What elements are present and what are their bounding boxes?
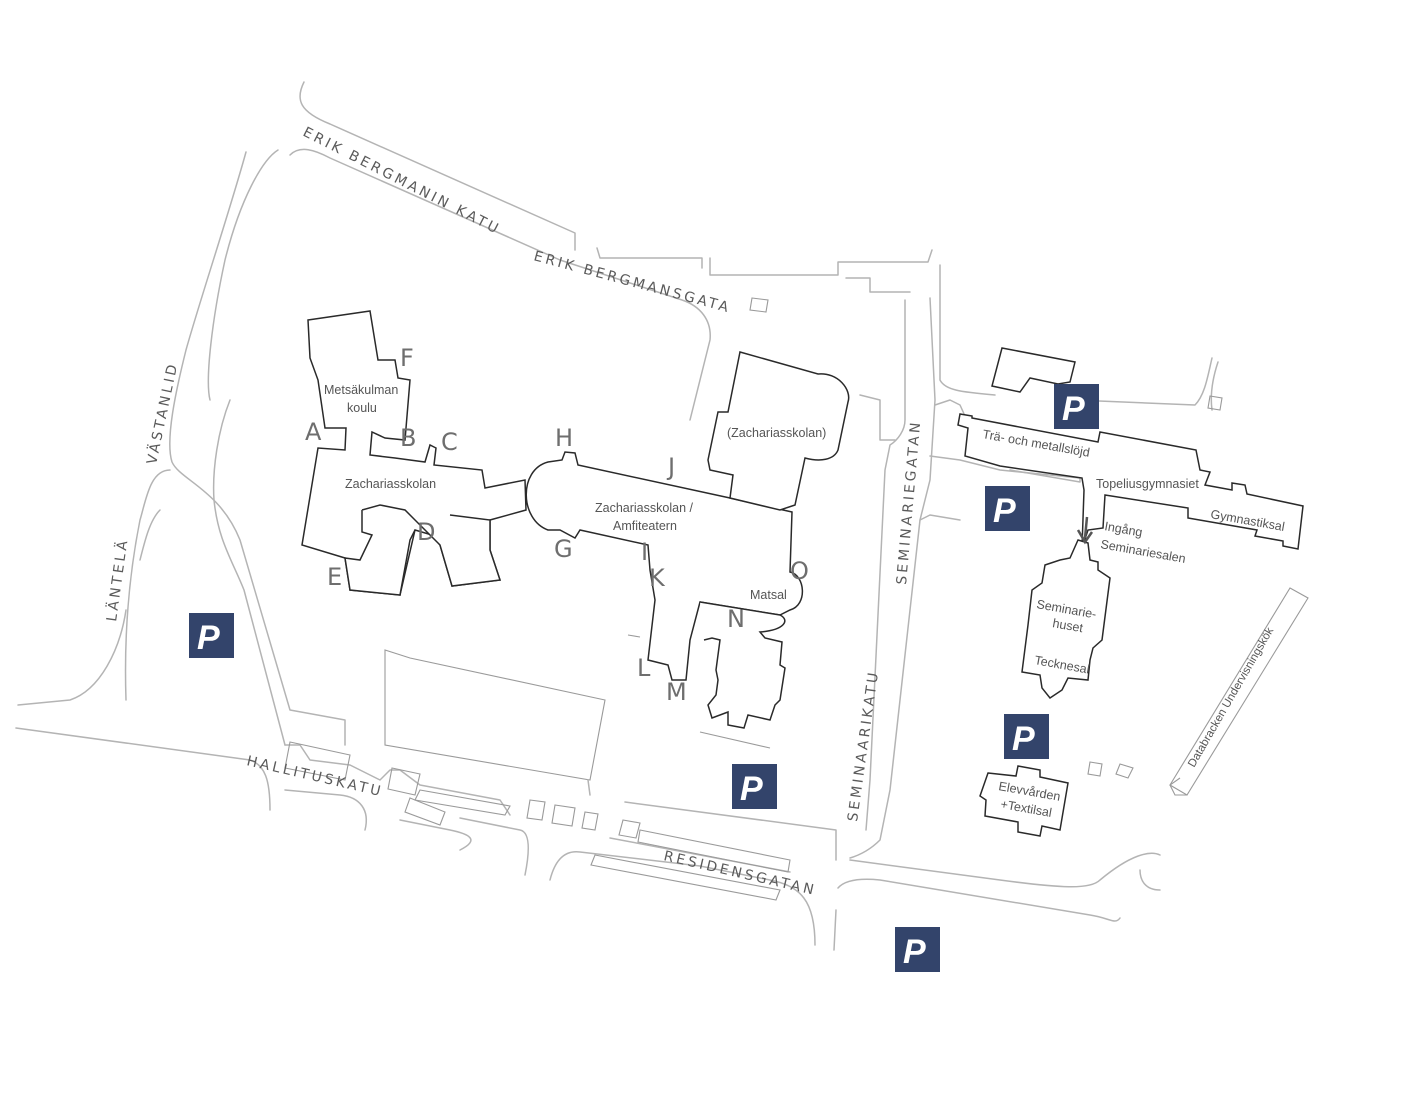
building-zachariasskolan-north <box>707 351 850 511</box>
entrance-n: N <box>727 605 745 633</box>
parking-icon: P <box>1004 714 1049 759</box>
entrance-e: E <box>327 563 342 591</box>
label-zach-paren: (Zachariasskolan) <box>727 426 826 440</box>
entrance-c: C <box>441 428 458 456</box>
building-tra-metall <box>957 413 1304 550</box>
label-seminarie-2: huset <box>1051 616 1084 635</box>
svg-text:P: P <box>740 770 763 808</box>
entrance-a: A <box>305 418 322 446</box>
parking-icon: P <box>1054 384 1099 429</box>
road-network <box>15 81 1219 951</box>
entrance-o: O <box>790 557 809 585</box>
label-matsal: Matsal <box>750 588 787 602</box>
entrance-d: D <box>417 518 435 546</box>
entrance-letters: A B C D E F G H I J K L M N O <box>305 344 809 706</box>
street-erik-bergmanin-katu: ERIK BERGMANIN KATU <box>300 124 503 238</box>
svg-text:P: P <box>197 619 220 657</box>
building-amfiteatern <box>525 451 804 681</box>
label-zach-amfi-1: Zachariasskolan / <box>595 501 693 515</box>
building-matsal-annex <box>699 601 786 729</box>
building-north-annex <box>991 347 1076 393</box>
entrance-l: L <box>637 654 651 682</box>
parking-icon: P <box>895 927 940 972</box>
parking-icon: P <box>985 486 1030 531</box>
building-wing-e <box>344 510 416 596</box>
entrance-m: M <box>666 678 687 706</box>
building-metsakulman-koulu <box>301 310 527 596</box>
parking-stalls <box>284 297 1223 901</box>
label-databaracken: Databracken Undervisningskök <box>1186 625 1276 769</box>
street-seminaarikatu: SEMINAARIKATU <box>845 669 882 823</box>
entrance-h: H <box>555 424 573 452</box>
entrance-f: F <box>400 344 414 372</box>
parking-markers: P P P P P P <box>189 384 1099 972</box>
svg-text:P: P <box>993 492 1016 530</box>
entrance-arrow-icon <box>1076 516 1094 545</box>
parking-icon: P <box>189 613 234 658</box>
svg-text:P: P <box>1062 390 1085 428</box>
entrance-b: B <box>400 424 416 452</box>
label-zach-amfi-2: Amfiteatern <box>613 519 677 533</box>
label-topelius: Topeliusgymnasiet <box>1096 477 1199 491</box>
label-metsakulman-1: Metsäkulman <box>324 383 398 397</box>
street-vastanlid: VÄSTANLID <box>142 360 181 466</box>
label-metsakulman-2: koulu <box>347 401 377 415</box>
building-seminariehuset <box>1021 539 1111 700</box>
building-wing-d <box>361 504 502 587</box>
label-ingang-1: Ingång <box>1103 519 1143 539</box>
parking-icon: P <box>732 764 777 809</box>
entrance-k: K <box>649 564 666 592</box>
building-elevvarden <box>979 765 1069 837</box>
label-zachariasskolan: Zachariasskolan <box>345 477 436 491</box>
buildings <box>301 310 1309 837</box>
street-seminariegatan: SEMINARIEGATAN <box>894 419 924 585</box>
street-residensgatan: RESIDENSGATAN <box>662 848 818 899</box>
entrance-i: I <box>641 538 648 566</box>
entrance-g: G <box>554 535 573 563</box>
label-ingang-2: Seminariesalen <box>1099 537 1186 566</box>
svg-text:P: P <box>903 933 926 971</box>
svg-text:P: P <box>1012 720 1035 758</box>
entrance-j: J <box>666 453 675 481</box>
